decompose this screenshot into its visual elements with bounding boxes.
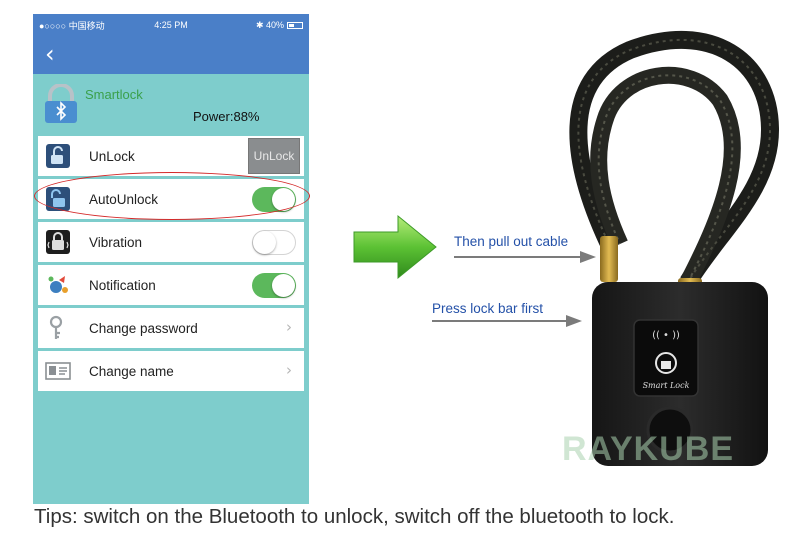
setting-label: AutoUnlock	[89, 191, 159, 207]
smart-lock-product-image: (( • )) Smart Lock	[432, 31, 780, 466]
autounlock-icon	[45, 186, 71, 212]
annotation-press-bar: Press lock bar first	[432, 301, 544, 316]
back-chevron-icon[interactable]: ‹	[45, 40, 55, 68]
vibration-icon	[45, 229, 71, 255]
setting-row-notification: Notification	[38, 265, 304, 305]
battery-icon	[287, 21, 303, 29]
nav-bar: ‹	[33, 36, 309, 74]
carrier-text: ●○○○○ 中国移动	[39, 20, 105, 31]
setting-label: Vibration	[89, 234, 143, 250]
setting-label: Change name	[89, 363, 174, 379]
setting-label: UnLock	[89, 148, 135, 164]
setting-row-unlock: UnLock UnLock	[38, 136, 304, 176]
bluetooth-status-icon: ✱	[255, 19, 266, 30]
setting-row-change-password[interactable]: Change password ›	[38, 308, 304, 348]
settings-list: UnLock UnLock AutoUnlock Vibration Notif…	[38, 136, 304, 394]
watermark-brand: RAYKUBE	[562, 430, 735, 468]
green-arrow-icon	[353, 214, 437, 280]
battery-percent: 40%	[265, 19, 284, 30]
power-level: Power:88%	[193, 109, 260, 124]
toggle-knob	[253, 231, 276, 254]
device-header: Smartlock Power:88%	[33, 74, 309, 136]
setting-row-change-name[interactable]: Change name ›	[38, 351, 304, 391]
unlock-button[interactable]: UnLock	[248, 138, 300, 174]
notification-toggle[interactable]	[252, 273, 296, 298]
device-name: Smartlock	[85, 87, 143, 102]
setting-row-vibration: Vibration	[38, 222, 304, 262]
notification-icon	[45, 272, 71, 298]
setting-label: Notification	[89, 277, 156, 293]
annotation-pull-cable: Then pull out cable	[454, 234, 569, 249]
setting-label: Change password	[89, 320, 198, 336]
key-icon	[45, 315, 71, 341]
smartlock-logo-icon	[45, 84, 77, 123]
toggle-knob	[272, 188, 295, 211]
lock-panel-label: Smart Lock	[643, 381, 690, 390]
tips-text: Tips: switch on the Bluetooth to unlock,…	[34, 505, 675, 528]
chevron-right-icon[interactable]: ›	[286, 361, 292, 379]
id-card-icon	[45, 358, 71, 384]
toggle-knob	[272, 274, 295, 297]
setting-row-autounlock: AutoUnlock	[38, 179, 304, 219]
status-bar: ●○○○○ 中国移动 4:25 PM ✱ 40%	[33, 14, 309, 36]
unlock-icon	[45, 143, 71, 169]
vibration-toggle[interactable]	[252, 230, 296, 255]
svg-text:(( • )): (( • ))	[652, 330, 680, 341]
battery-status: ✱ 40%	[256, 20, 303, 31]
chevron-right-icon[interactable]: ›	[286, 318, 292, 336]
autounlock-toggle[interactable]	[252, 187, 296, 212]
